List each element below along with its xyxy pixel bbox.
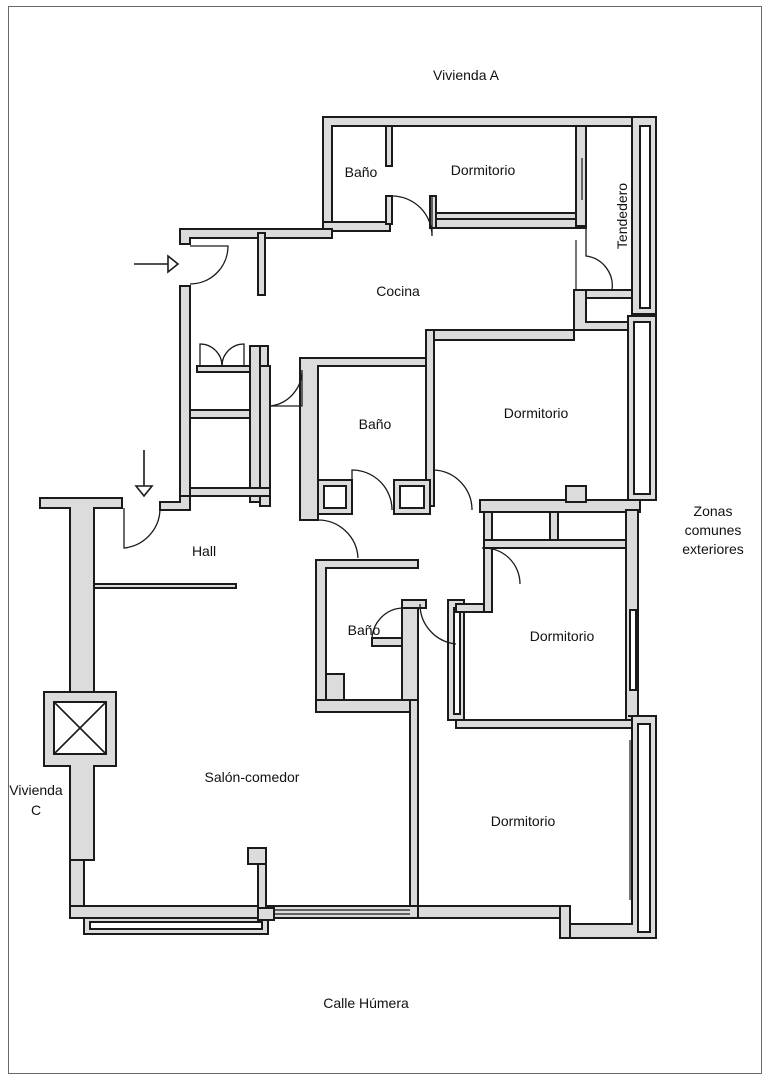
label-vivienda-c-line2: C — [31, 802, 41, 818]
arrow-right-icon — [134, 254, 180, 274]
context-labels: Vivienda A Vivienda C Zonas comunes exte… — [9, 67, 743, 1011]
windows — [274, 158, 631, 915]
label-calle: Calle Húmera — [323, 995, 409, 1011]
label-zonas-line1: Zonas — [694, 503, 733, 519]
doors — [123, 195, 613, 645]
label-zonas-line3: exteriores — [682, 541, 743, 557]
room-label-dormitorio-top: Dormitorio — [451, 162, 516, 178]
label-vivienda-a: Vivienda A — [433, 67, 500, 83]
room-label-dormitorio-mid: Dormitorio — [504, 405, 569, 421]
exterior-walls — [39, 116, 657, 939]
room-label-bano-top: Baño — [345, 164, 378, 180]
room-label-salon: Salón-comedor — [205, 769, 300, 785]
arrow-down-icon — [134, 450, 154, 498]
room-label-bano-low: Baño — [348, 622, 381, 638]
room-label-cocina: Cocina — [376, 283, 420, 299]
label-vivienda-c-line1: Vivienda — [9, 782, 63, 798]
room-label-hall: Hall — [192, 543, 216, 559]
room-labels: Baño Dormitorio Tendedero Cocina Baño Do… — [192, 162, 630, 829]
room-label-dormitorio-bottom: Dormitorio — [491, 813, 556, 829]
room-label-bano-mid: Baño — [359, 416, 392, 432]
sheet-border — [8, 6, 762, 1074]
room-label-dormitorio-low: Dormitorio — [530, 628, 595, 644]
room-label-tendedero: Tendedero — [614, 183, 630, 249]
label-zonas-line2: comunes — [685, 522, 742, 538]
